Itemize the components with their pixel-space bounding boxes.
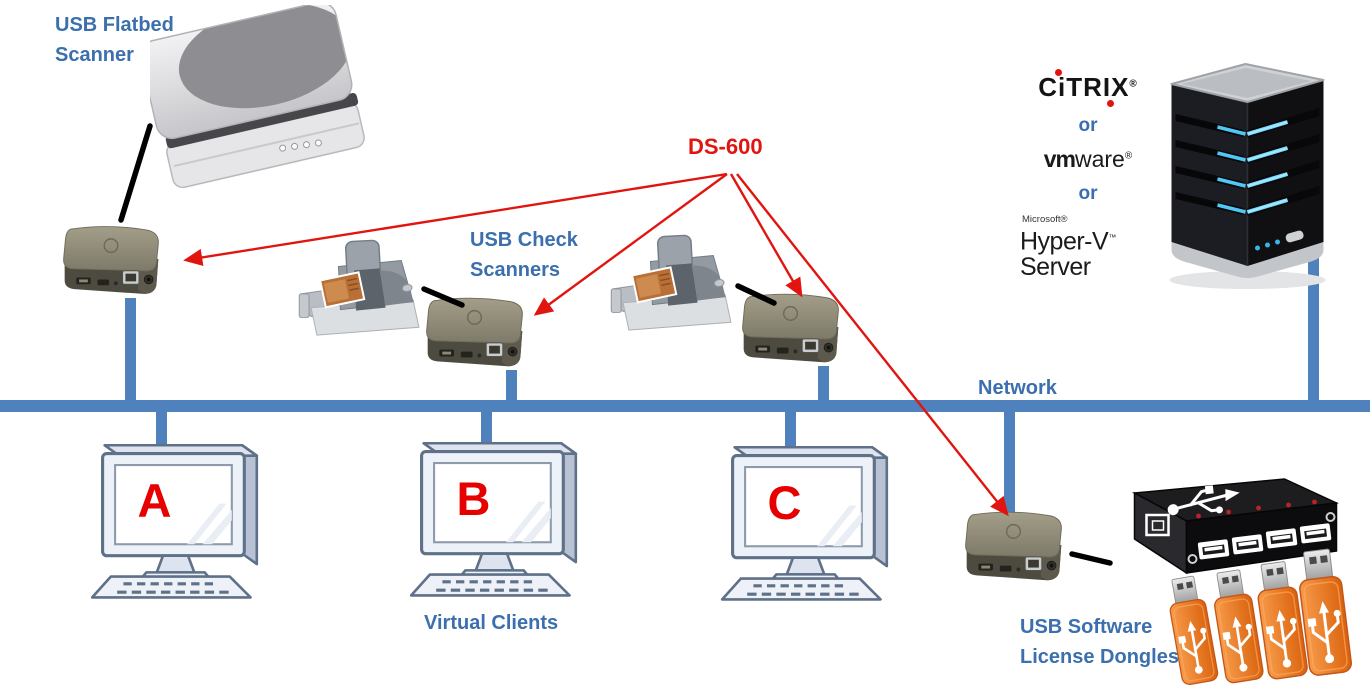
label-usb-flatbed-scanner: USB Flatbed Scanner	[55, 14, 174, 66]
connector-ds600-flatbed	[125, 298, 136, 402]
connector-client-a	[156, 410, 167, 446]
hyperv-logo: Hyper-V™ Server	[1020, 227, 1116, 282]
microsoft-logo-text: Microsoft®	[1022, 214, 1068, 225]
flatbed-scanner-image	[150, 5, 365, 190]
connector-ds600-dongles	[1004, 410, 1015, 514]
label-network: Network	[978, 377, 1057, 399]
client-computer-a: A	[88, 439, 286, 601]
ds600-unit-flatbed	[55, 224, 167, 304]
connector-client-b	[481, 410, 492, 448]
ds600-unit-check1	[417, 296, 532, 376]
citrix-dot-bottom	[1107, 100, 1114, 107]
citrix-logo: CiTRIX®	[1008, 69, 1168, 107]
network-bus-line	[0, 400, 1370, 412]
cable-flatbed-to-ds600	[118, 123, 153, 223]
citrix-dot-top	[1055, 69, 1062, 76]
check-scanner-1-image	[296, 237, 431, 340]
label-usb-check-scanners: USB Check Scanners	[470, 229, 578, 281]
hypervisor-options: CiTRIX® or vmware® or Microsoft® Hyper-V…	[1008, 69, 1168, 282]
client-letter: C	[767, 476, 802, 530]
citrix-logo-text: CiTRIX	[1038, 72, 1130, 102]
label-usb-software-license-dongles: USB Software License Dongles	[1020, 616, 1179, 668]
or-label-2: or	[1078, 183, 1098, 204]
vmware-logo: vmware®	[1043, 146, 1133, 172]
label-ds600: DS-600	[688, 134, 763, 159]
client-letter: B	[456, 472, 491, 526]
server-tower-image	[1158, 56, 1336, 291]
or-label-1: or	[1078, 115, 1098, 136]
connector-ds600-check1	[506, 370, 517, 402]
check-scanner-2-image	[608, 232, 743, 335]
client-computer-b: B	[407, 437, 605, 599]
ds600-unit-dongles	[956, 510, 1071, 590]
label-virtual-clients: Virtual Clients	[424, 612, 559, 634]
ds600-unit-check2	[733, 292, 848, 372]
connector-server	[1308, 250, 1319, 402]
client-letter: A	[137, 474, 172, 528]
client-computer-c: C	[718, 441, 916, 603]
